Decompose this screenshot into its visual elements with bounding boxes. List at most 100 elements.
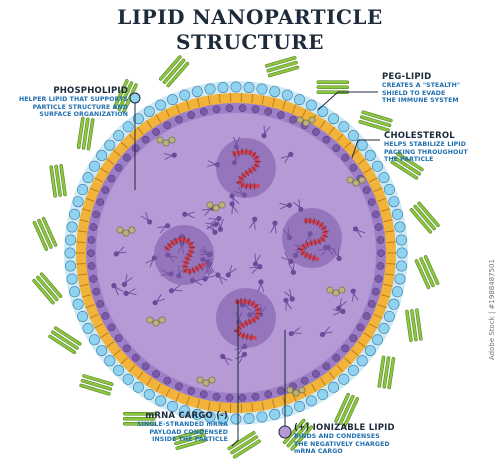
inner-head	[238, 394, 247, 402]
inner-head	[225, 104, 234, 112]
phospholipid-head	[294, 400, 306, 412]
ionizable-lipid	[288, 327, 302, 337]
peg-strand	[361, 110, 393, 123]
inner-head	[362, 312, 371, 320]
lipid-tail	[89, 187, 99, 193]
lipid-tail	[89, 313, 99, 319]
peg-strand	[417, 201, 440, 228]
peg-strand	[117, 81, 134, 111]
peg-strand	[59, 163, 67, 197]
peg-strand	[423, 255, 440, 286]
inner-head	[199, 107, 208, 116]
lipid-tail	[128, 133, 136, 142]
inner-head	[312, 128, 320, 136]
peg-strand	[39, 272, 63, 298]
phospholipid-head	[88, 160, 100, 172]
peg-strand	[80, 378, 113, 391]
phospholipid-head	[328, 113, 340, 125]
phospholipid-head	[394, 221, 406, 233]
inner-head	[131, 353, 140, 362]
phospholipid-head	[383, 311, 395, 323]
mrna-strand	[298, 217, 329, 263]
lipid-tail	[218, 93, 221, 103]
peg-strand	[395, 151, 424, 172]
ionizable-head	[336, 255, 342, 262]
lipid-tail	[207, 95, 211, 105]
peg-strand	[405, 309, 413, 343]
phospholipid-head	[391, 208, 403, 220]
ionizable-lipid	[220, 353, 233, 366]
lipid-tail	[381, 208, 390, 212]
peg-strand	[409, 208, 433, 234]
cholesterol-molecule	[286, 386, 306, 397]
cholesterol-ring	[352, 179, 360, 187]
ionizable-head	[215, 272, 221, 278]
cholesterol-ring	[346, 176, 354, 184]
ionizable-desc-2: THE NEGATIVELY CHARGED	[294, 440, 390, 448]
inner-head	[341, 344, 350, 353]
inner-head	[322, 362, 331, 371]
ionizable-head	[113, 251, 119, 257]
mrna-cargo-group	[154, 138, 342, 348]
peg-chain	[122, 411, 156, 426]
ionizable-head	[202, 276, 208, 282]
ionizable-head	[350, 288, 356, 294]
inner-head	[341, 153, 350, 162]
ionizable-lipid	[215, 272, 228, 285]
ionizable-head	[152, 300, 158, 306]
lipid-tail	[363, 167, 372, 174]
mrna-bases	[298, 217, 329, 263]
lipid-tail	[261, 95, 265, 105]
inner-head	[87, 249, 95, 257]
phospholipid-head	[122, 121, 134, 133]
mrna-desc-1: SINGLE-STRANDED mRNA	[137, 421, 228, 428]
lipid-tail	[77, 230, 87, 233]
phospholipid-desc-3: SURFACE ORGANIZATION	[39, 111, 128, 119]
ionizable-tails	[206, 270, 216, 279]
peg-strand	[377, 355, 386, 388]
cholesterol-desc-3: THE PARTICLE	[384, 156, 434, 164]
inner-head	[367, 300, 376, 308]
lipid-tail	[85, 304, 95, 309]
cholesterol-ring	[286, 386, 294, 394]
phospholipid-head	[347, 364, 359, 376]
inner-head	[356, 323, 365, 332]
phospholipid-head	[143, 105, 155, 117]
lipid-tail	[386, 263, 396, 265]
lipid-tail	[357, 341, 366, 348]
peg-chain	[76, 116, 95, 151]
ionizable-tails	[218, 276, 228, 285]
inner-head	[374, 275, 383, 283]
peg-strand	[266, 60, 298, 73]
lipid-tail	[311, 383, 317, 392]
lipid-tail	[79, 219, 89, 223]
peg-strand	[414, 259, 431, 290]
leader-lines	[129, 91, 380, 447]
ionizable-tails	[280, 155, 290, 164]
peg-lipid-desc-2: SHIELD TO EVADE	[382, 89, 446, 97]
ionizable-lipid	[350, 288, 359, 302]
inner-head	[107, 174, 116, 183]
cholesterol-ring	[308, 116, 316, 124]
phospholipid-head	[338, 373, 350, 385]
peg-chain	[79, 374, 114, 396]
phospholipid-head	[383, 183, 395, 195]
phospholipid-head	[372, 160, 384, 172]
inner-head	[92, 287, 101, 296]
lipid-tail	[82, 294, 91, 298]
mrna-strand	[163, 236, 206, 275]
ionizable-head	[168, 288, 175, 294]
peg-strand	[415, 308, 423, 341]
ionizable-head	[257, 264, 263, 270]
ionizable-tails	[293, 199, 301, 209]
cholesterol-ring	[122, 229, 130, 237]
peg-chain	[358, 110, 393, 132]
lipid-tail	[381, 294, 390, 298]
phospholipid-head	[191, 86, 203, 98]
ionizable-head	[111, 283, 117, 289]
inner-head	[101, 312, 110, 320]
ionizable-desc-3: mRNA CARGO	[294, 448, 343, 456]
peg-lipid-desc-3: THE IMMUNE SYSTEM	[382, 97, 459, 105]
ionizable-name: (+) IONIZABLE LIPID	[294, 423, 395, 433]
cholesterol-name: CHOLESTEROL	[384, 131, 455, 141]
